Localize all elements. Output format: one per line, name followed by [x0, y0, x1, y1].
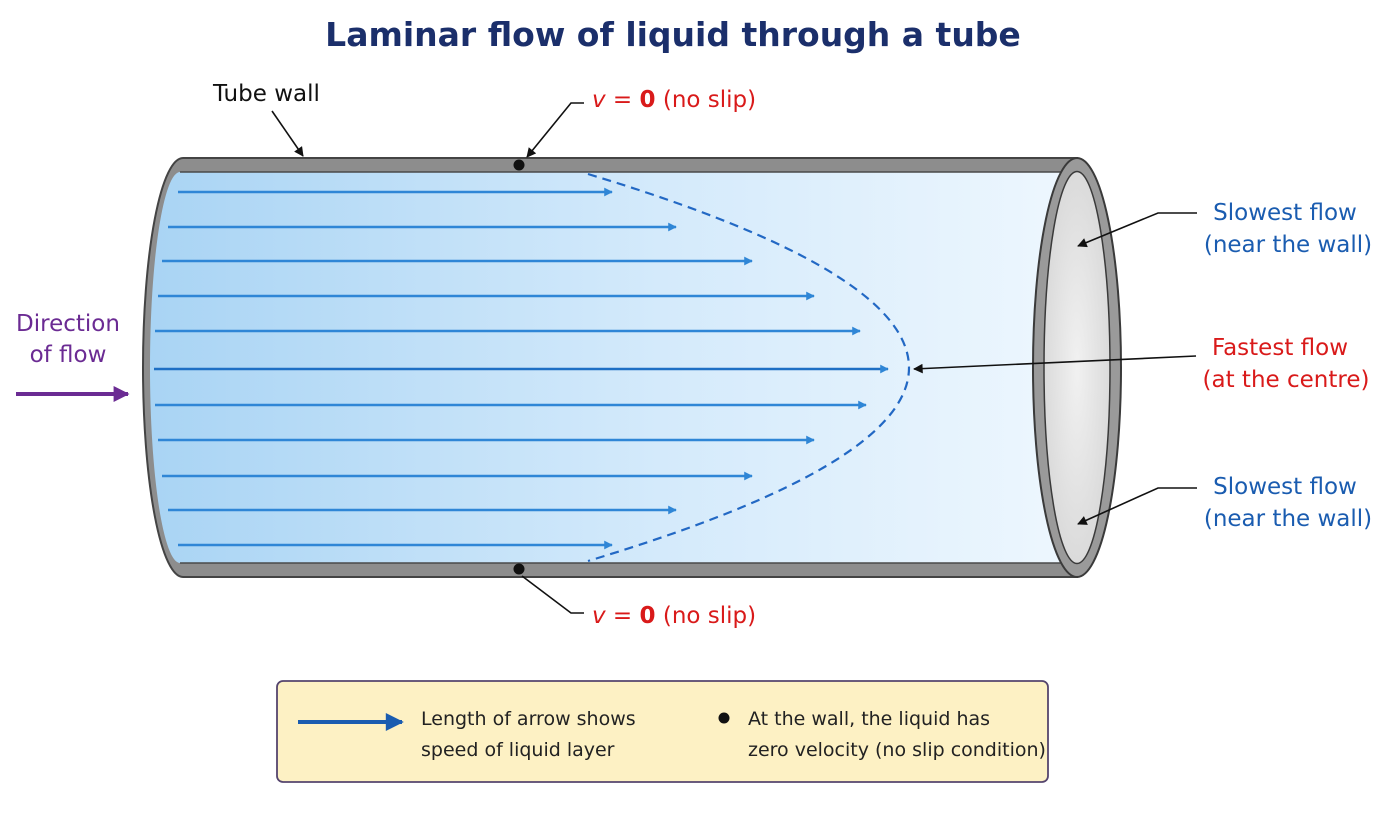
- slowest-flow-bottom-pointer: [1077, 487, 1197, 525]
- no-slip-label-top: v = 0 (no slip): [592, 87, 756, 113]
- equals-sign: =: [606, 87, 640, 113]
- no-slip-dot-top: [513, 159, 525, 171]
- no-slip-text: (no slip): [656, 87, 757, 113]
- equals-sign: =: [606, 603, 640, 629]
- fastest-flow-pointer: [913, 355, 1197, 374]
- no-slip-label-bottom: v = 0 (no slip): [592, 603, 756, 629]
- zero-value: 0: [640, 87, 656, 113]
- velocity-symbol: v: [592, 87, 606, 113]
- slowest-flow-bottom-line1: Slowest flow: [1213, 474, 1357, 500]
- direction-label-line1: Direction: [16, 311, 120, 337]
- legend-dot-line1: At the wall, the liquid has: [748, 708, 990, 730]
- legend: Length of arrow shows speed of liquid la…: [276, 680, 1049, 783]
- fastest-flow-line2: (at the centre): [1203, 367, 1370, 393]
- slowest-flow-bottom-line2: (near the wall): [1204, 506, 1372, 532]
- legend-box: [276, 680, 1049, 783]
- direction-label-line2: of flow: [30, 342, 107, 368]
- no-slip-dot-bottom: [513, 563, 525, 575]
- velocity-profile-curve: [587, 172, 911, 563]
- tube: [142, 157, 1122, 578]
- no-slip-pointer-top: [526, 102, 584, 158]
- fastest-flow-line1: Fastest flow: [1212, 335, 1348, 361]
- velocity-symbol: v: [592, 603, 606, 629]
- zero-value: 0: [640, 603, 656, 629]
- tube-wall-label: Tube wall: [212, 81, 320, 107]
- tube-end-opening: [1043, 170, 1111, 565]
- no-slip-pointer-bottom: [521, 575, 584, 614]
- legend-arrow-line2: speed of liquid layer: [421, 739, 615, 761]
- tube-wall-pointer: [271, 110, 304, 157]
- liquid-body: [150, 171, 1078, 563]
- no-slip-text: (no slip): [656, 603, 757, 629]
- legend-dot-line2: zero velocity (no slip condition): [748, 739, 1046, 761]
- legend-arrow-line1: Length of arrow shows: [421, 708, 636, 730]
- diagram-title: Laminar flow of liquid through a tube: [325, 15, 1021, 54]
- slowest-flow-top-pointer: [1077, 212, 1197, 248]
- velocity-arrows: [154, 187, 889, 550]
- legend-dot-icon: [718, 712, 730, 724]
- slowest-flow-top-line1: Slowest flow: [1213, 200, 1357, 226]
- slowest-flow-top-line2: (near the wall): [1204, 232, 1372, 258]
